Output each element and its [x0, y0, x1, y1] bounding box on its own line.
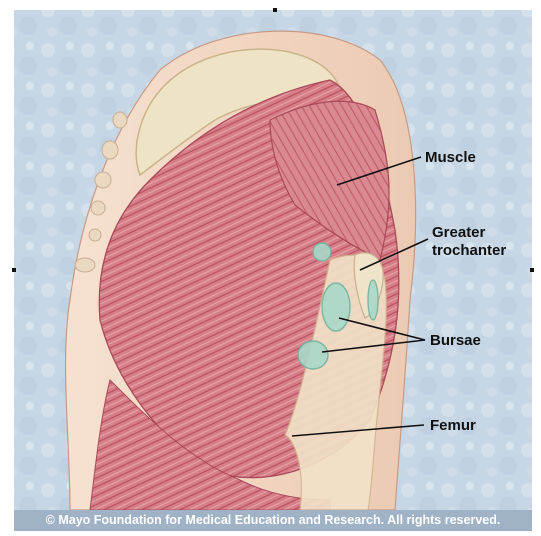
copyright-footer: © Mayo Foundation for Medical Education … [14, 510, 532, 531]
label-muscle: Muscle [425, 149, 476, 167]
label-greater-trochanter-line2: trochanter [432, 242, 506, 260]
label-greater-trochanter: Greater trochanter [432, 224, 506, 260]
label-bursae: Bursae [430, 332, 481, 350]
label-femur: Femur [430, 417, 476, 435]
label-greater-trochanter-line1: Greater [432, 224, 506, 242]
